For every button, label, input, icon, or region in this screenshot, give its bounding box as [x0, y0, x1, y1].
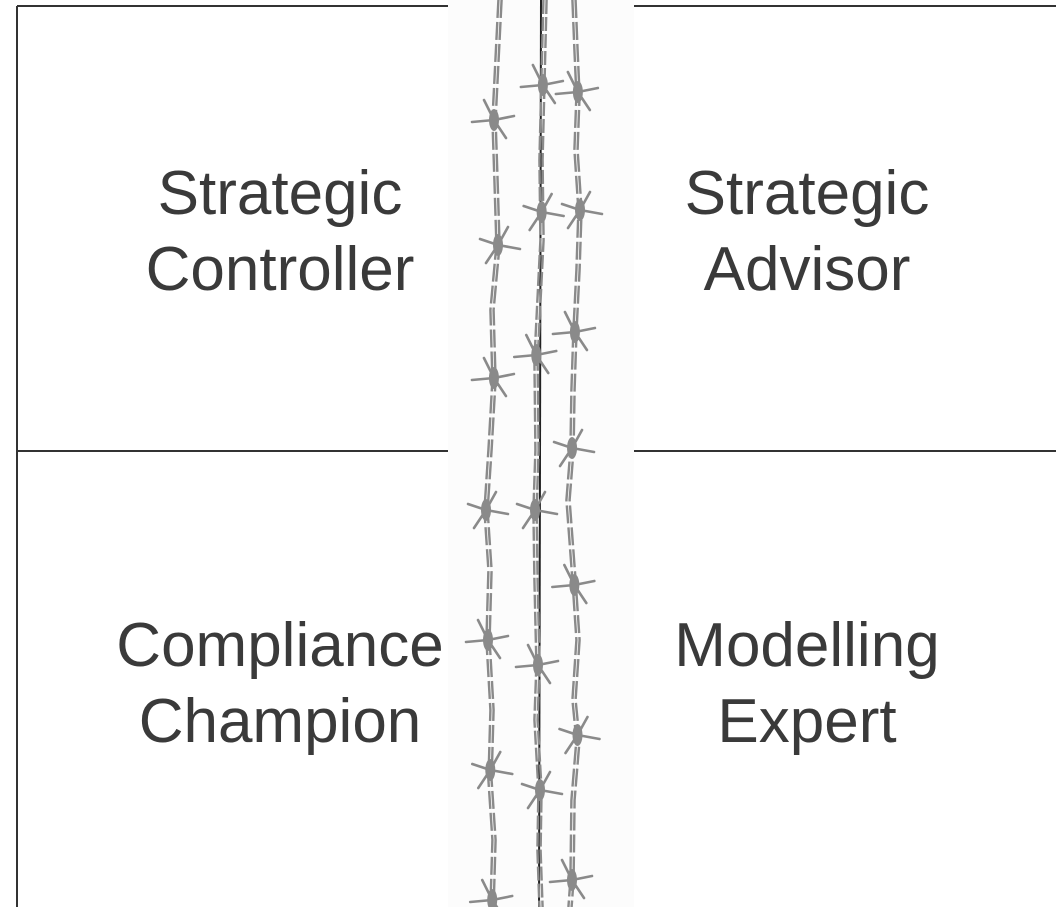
barb-icon — [551, 563, 596, 605]
quadrant-label-line2: Advisor — [703, 235, 911, 304]
barb-icon — [470, 356, 516, 398]
quadrant-label-line2: Controller — [145, 235, 415, 304]
quadrant-label-line1: Strategic — [157, 159, 403, 228]
quadrant-label-line2: Expert — [717, 687, 897, 756]
barb-icon — [478, 225, 522, 265]
barb-icon — [470, 98, 516, 140]
barb-icon — [515, 490, 559, 530]
quadrant-label-line2: Champion — [138, 687, 422, 756]
barb-icon — [468, 878, 514, 907]
quadrant-modelling-expert: Modelling Expert — [597, 608, 1017, 760]
barb-icon — [519, 63, 565, 105]
barb-icon — [552, 428, 596, 468]
quadrant-compliance-champion: Compliance Champion — [70, 608, 490, 760]
quadrant-label-line1: Compliance — [116, 611, 444, 680]
barb-icon — [554, 70, 600, 112]
barb-icon — [551, 310, 597, 352]
wire-strand — [532, 0, 545, 907]
wire-strand — [486, 0, 503, 907]
barb-icon — [520, 770, 564, 810]
barb-icon — [522, 192, 565, 232]
wire-strand — [483, 0, 500, 907]
quadrant-strategic-controller: Strategic Controller — [70, 156, 490, 308]
barb-icon — [560, 190, 604, 230]
barb-icon — [470, 750, 514, 790]
quadrant-strategic-advisor: Strategic Advisor — [597, 156, 1017, 308]
barb-icon — [548, 858, 594, 900]
barb-icon — [464, 618, 510, 660]
wire-strand — [535, 0, 548, 907]
quadrant-label-line1: Modelling — [674, 611, 940, 680]
quadrant-label-line1: Strategic — [684, 159, 930, 228]
barb-icon — [466, 490, 510, 530]
barb-icon — [512, 333, 558, 375]
barb-icon — [514, 643, 560, 685]
barb-icon — [558, 715, 601, 755]
